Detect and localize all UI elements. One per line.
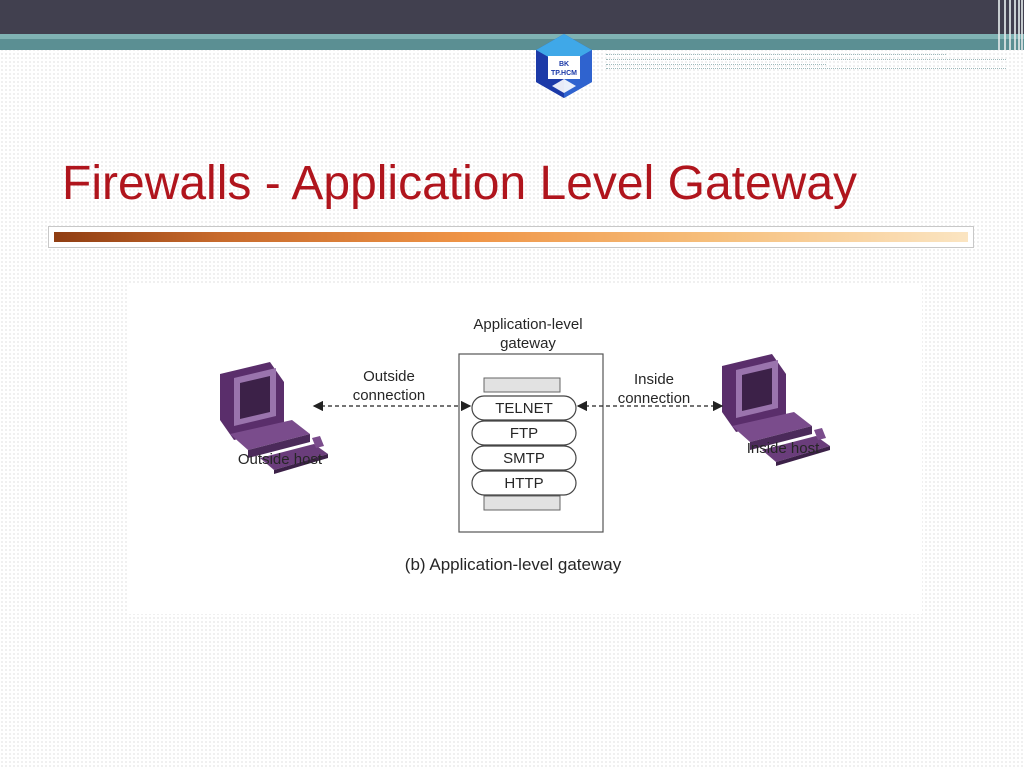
protocol-telnet: TELNET: [495, 400, 553, 417]
diagram-caption: (b) Application-level gateway: [405, 555, 622, 574]
gateway-top-layer: [483, 377, 561, 393]
header-stripes: [994, 0, 1024, 50]
header-bar: [0, 0, 1024, 34]
university-logo: BK TP.HCM: [522, 32, 606, 106]
protocol-slot: [471, 470, 577, 496]
logo-line2: TP.HCM: [551, 70, 577, 77]
outside-connection-label-line2: connection: [353, 387, 426, 404]
inside-connection-label-line2: connection: [618, 390, 691, 407]
protocol-slot: [471, 445, 577, 471]
protocol-slot: [471, 420, 577, 446]
inside-connection-label-line1: Inside: [634, 371, 674, 388]
outside-connection-label-line1: Outside: [363, 368, 415, 385]
outside-host-label: Outside host: [238, 451, 323, 468]
gateway-label-line1: Application-level: [473, 316, 582, 333]
gateway-diagram: Application-level gateway TELNET FTP SMT…: [128, 284, 922, 614]
header-accent-band: [0, 34, 1024, 50]
logo-line1: BK: [559, 61, 569, 68]
gateway-label-line2: gateway: [500, 335, 556, 352]
protocol-slot: [471, 395, 577, 421]
title-underline: [48, 226, 974, 248]
inside-host-label: Inside host: [747, 440, 820, 457]
protocol-ftp: FTP: [510, 425, 538, 442]
slide-title: Firewalls - Application Level Gateway: [62, 157, 858, 210]
protocol-http: HTTP: [504, 475, 543, 492]
header-dotted-lines: [606, 50, 1006, 72]
protocol-smtp: SMTP: [503, 450, 545, 467]
gateway-bottom-layer: [483, 495, 561, 511]
